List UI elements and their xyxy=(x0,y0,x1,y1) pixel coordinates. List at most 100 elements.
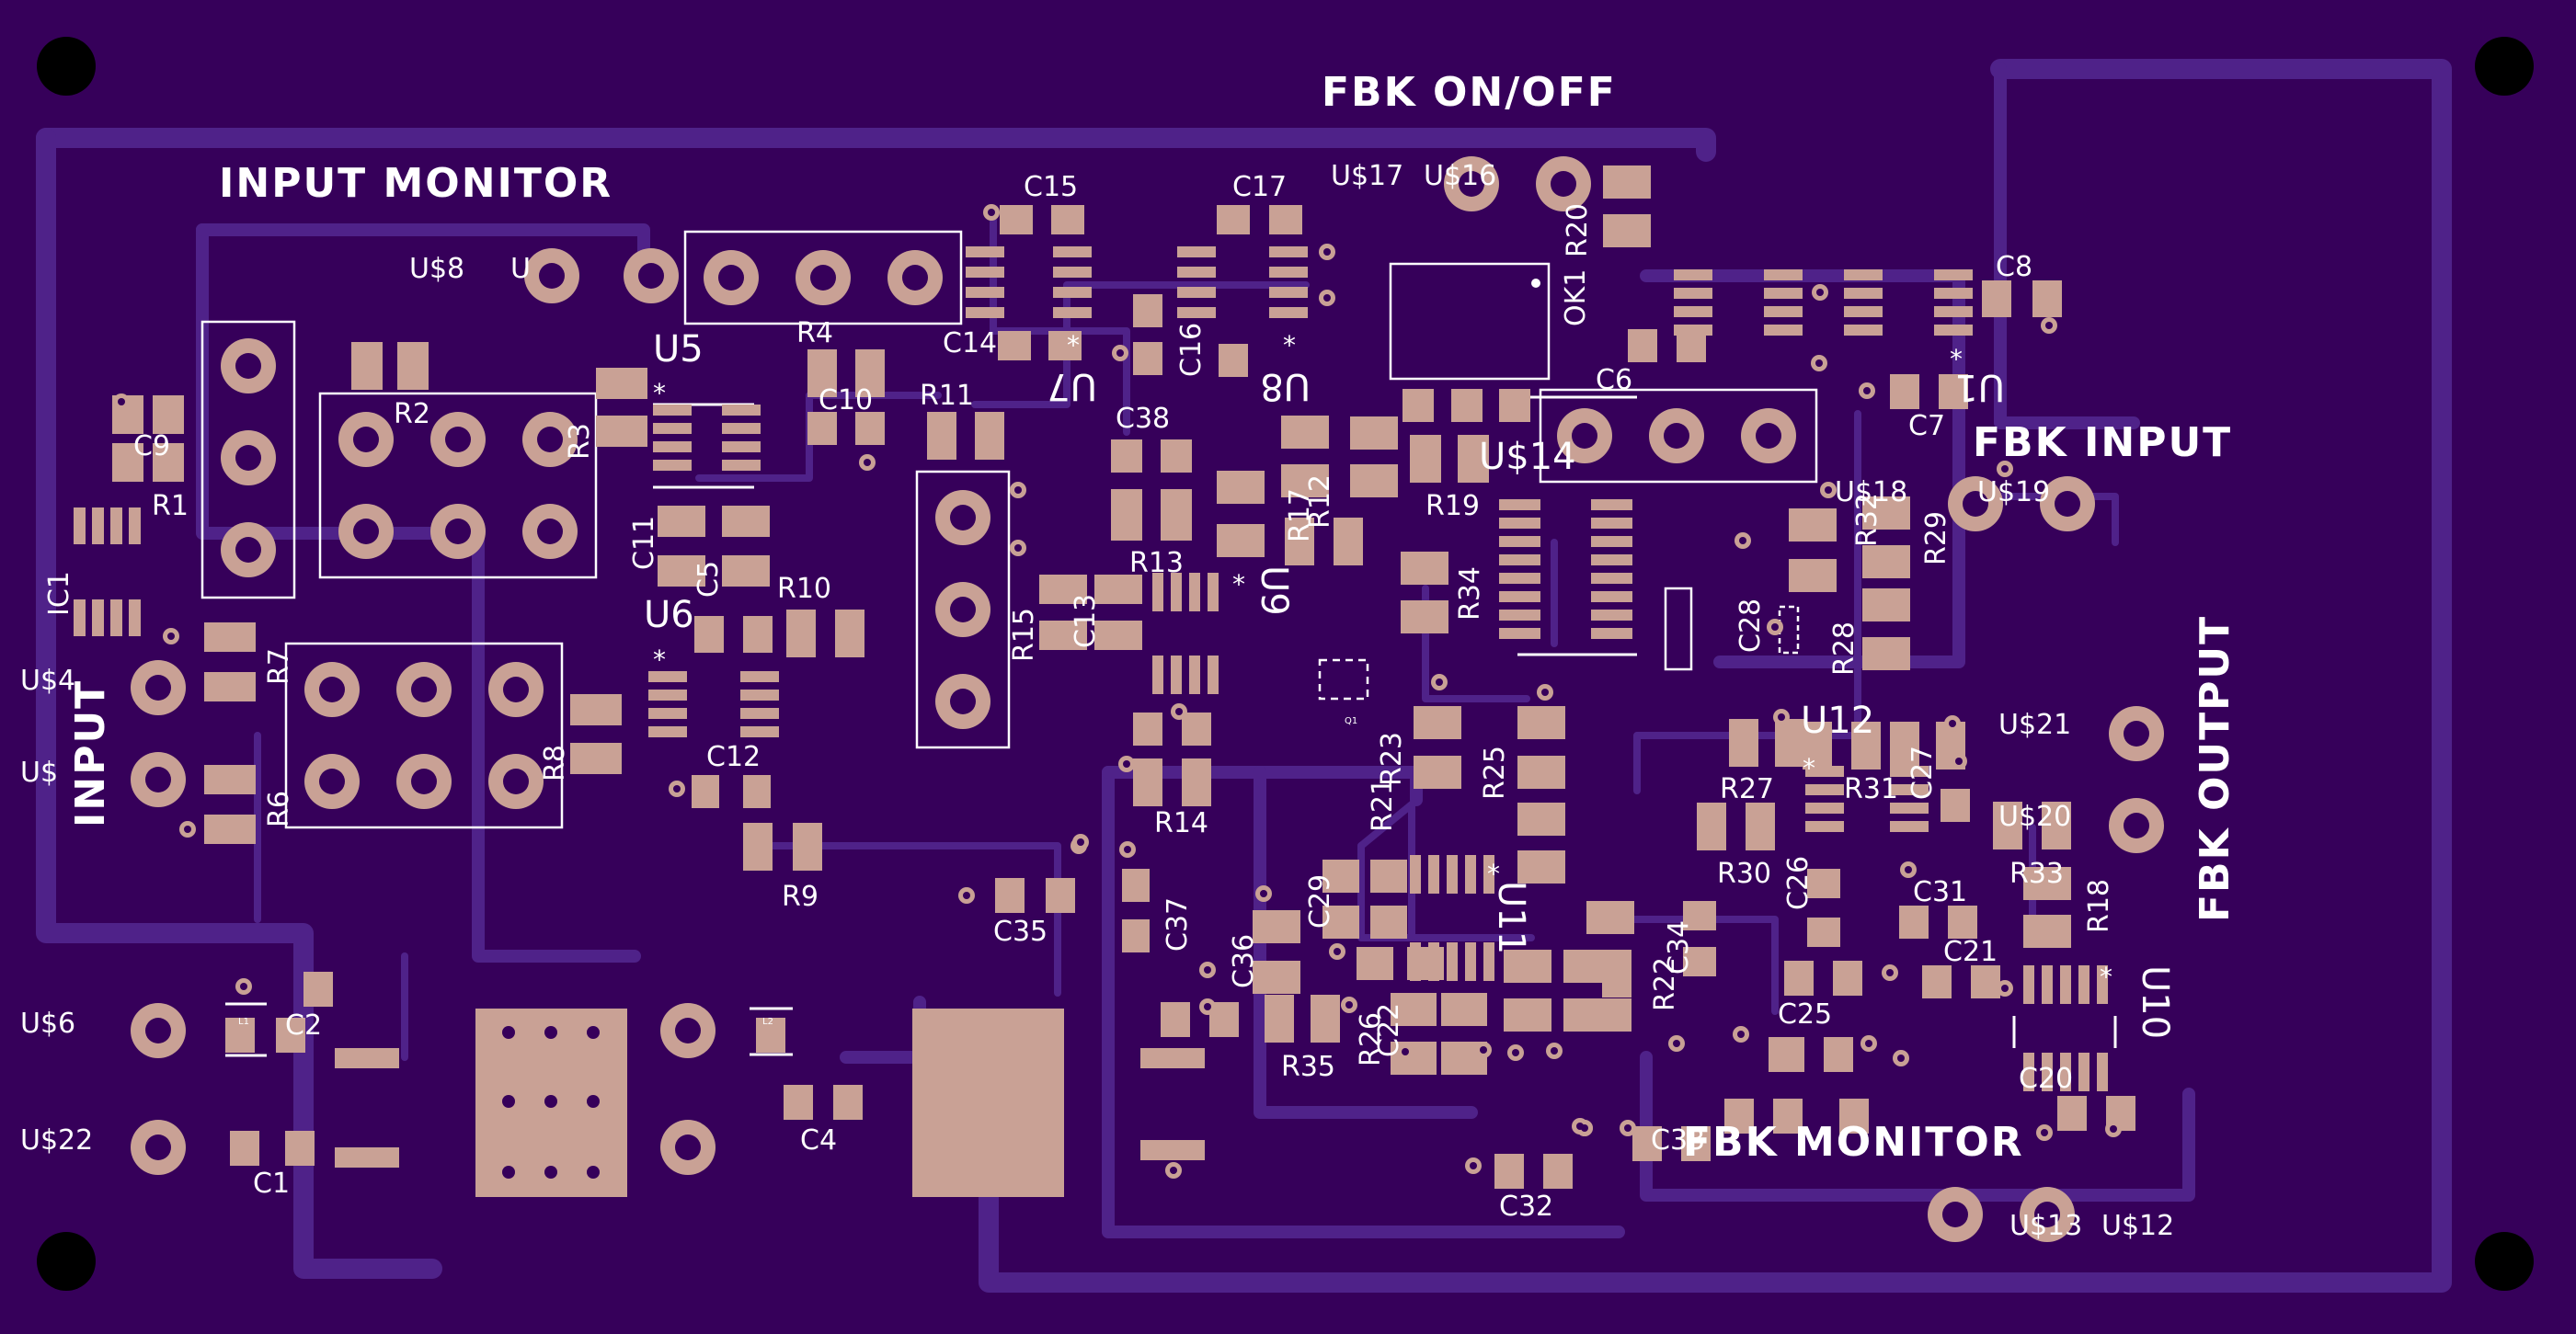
resistor-label: R9 xyxy=(782,881,819,913)
mounting-hole-bottom-left xyxy=(37,1232,96,1291)
capacitor-label: C1 xyxy=(253,1168,290,1200)
ic-u11-label: U11 xyxy=(1490,881,1532,954)
capacitor-label: C5 xyxy=(693,561,725,598)
capacitor-label: C38 xyxy=(1116,403,1170,435)
connector-u5-label: U$ xyxy=(20,757,58,789)
capacitor-label: C33 xyxy=(1651,1124,1705,1157)
through-hole-pads xyxy=(131,156,2164,1242)
resistor-label: R11 xyxy=(920,380,974,412)
capacitor-label: C34 xyxy=(1663,920,1695,975)
resistor-label: R2 xyxy=(394,398,430,430)
connector-u12-label: U$12 xyxy=(2101,1210,2174,1242)
connector-u8b-label: U xyxy=(510,253,531,285)
smd-pads xyxy=(74,165,2135,1189)
connector-u14-label: U$14 xyxy=(1479,436,1576,478)
resistor-labels: R1 R2 R3 R4 R6 R7 R8 R9 R10 R11 R12 R13 … xyxy=(152,203,2115,1083)
capacitor-label: C6 xyxy=(1596,364,1632,396)
capacitor-label: C36 xyxy=(1228,934,1260,988)
silkscreen-outlines xyxy=(200,230,2117,1057)
ic-u1-label: U1 xyxy=(1954,366,2005,408)
resistor-label: R26 xyxy=(1355,1012,1387,1066)
inductor-l2-label: L2 xyxy=(762,1017,773,1027)
ic-u12-label: U12 xyxy=(1801,700,1874,742)
capacitor-label: C35 xyxy=(993,916,1048,948)
capacitor-label: C32 xyxy=(1499,1191,1553,1223)
connector-u13-label: U$13 xyxy=(2009,1210,2082,1242)
connector-u4-label: U$4 xyxy=(20,665,75,697)
svg-text:*: * xyxy=(1067,330,1080,360)
resistor-label: R12 xyxy=(1304,474,1336,529)
resistor-label: R28 xyxy=(1828,621,1860,676)
connector-u18-label: U$18 xyxy=(1835,476,1907,508)
mounting-holes xyxy=(37,37,2534,1291)
capacitor-label: C31 xyxy=(1913,876,1967,908)
r4-outline xyxy=(683,230,963,325)
capacitor-label: C14 xyxy=(943,327,997,359)
ic-ic1-label: IC1 xyxy=(43,571,75,616)
small-markers: L1 L2 Q1 xyxy=(238,716,1357,1027)
label-fbk-monitor: FBK MONITOR xyxy=(1683,1119,2024,1166)
large-pads xyxy=(475,1009,1064,1197)
resistor-label: R3 xyxy=(564,423,596,460)
resistor-label: R30 xyxy=(1717,858,1771,890)
resistor-label: R27 xyxy=(1720,773,1774,805)
capacitor-label: C11 xyxy=(628,516,660,570)
svg-text:*: * xyxy=(1803,753,1815,783)
connector-u16-label: U$16 xyxy=(1424,160,1496,192)
connector-u6-label: U$6 xyxy=(20,1008,75,1040)
ic-ok1-label: OK1 xyxy=(1560,269,1592,326)
resistor-label: R7 xyxy=(263,648,295,685)
resistor-label: R25 xyxy=(1479,746,1511,800)
ic-u8-label: U8 xyxy=(1260,365,1311,407)
capacitor-label: C13 xyxy=(1070,594,1102,648)
mounting-hole-top-right xyxy=(2475,37,2534,96)
capacitor-label: C16 xyxy=(1175,323,1208,377)
resistor-label: R21 xyxy=(1367,778,1399,832)
ok1-outline xyxy=(1389,262,1551,381)
resistor-label: R33 xyxy=(2009,858,2064,890)
resistor-label: R8 xyxy=(539,745,571,781)
ic-labels: U5 U7 U8 U9 U10 U11 U12 U6 U1 IC1 OK1 xyxy=(43,269,2176,1040)
r15-outline xyxy=(915,470,1011,749)
capacitor-label: C4 xyxy=(800,1124,837,1157)
connector-u17-label: U$17 xyxy=(1331,160,1403,192)
connector-u21-label: U$21 xyxy=(1998,709,2071,741)
resistor-label: R23 xyxy=(1376,732,1408,786)
mounting-hole-top-left xyxy=(37,37,96,96)
capacitor-label: C25 xyxy=(1778,998,1832,1031)
capacitor-label: C29 xyxy=(1304,874,1336,929)
resistor-label: R6 xyxy=(263,791,295,827)
r6-outline xyxy=(284,642,564,829)
svg-text:*: * xyxy=(1487,859,1500,889)
connector-u22-label: U$22 xyxy=(20,1124,93,1157)
capacitor-label: C22 xyxy=(1373,1003,1405,1057)
resistor-label: R13 xyxy=(1129,547,1184,579)
svg-text:*: * xyxy=(1950,344,1963,374)
ic-u7-label: U7 xyxy=(1047,365,1097,407)
resistor-label: R15 xyxy=(1008,608,1040,662)
resistor-label: R32 xyxy=(1851,493,1883,547)
resistor-label: R31 xyxy=(1844,773,1898,805)
capacitor-label: C15 xyxy=(1024,171,1078,203)
ic-u9-label: U9 xyxy=(1253,565,1295,616)
r1-outline xyxy=(200,320,296,599)
label-fbk-input: FBK INPUT xyxy=(1973,419,2232,466)
capacitor-label: C8 xyxy=(1996,251,2032,283)
capacitor-label: C21 xyxy=(1943,936,1998,968)
mounting-hole-bottom-right xyxy=(2475,1232,2534,1291)
resistor-label: R34 xyxy=(1454,566,1486,621)
label-fbk-output: FBK OUTPUT xyxy=(2192,615,2238,922)
label-fbk-on-off: FBK ON/OFF xyxy=(1322,69,1617,116)
ic-u5-label: U5 xyxy=(653,328,704,371)
capacitor-label: C20 xyxy=(2019,1063,2073,1095)
resistor-label: R18 xyxy=(2083,879,2115,933)
capacitor-label: C28 xyxy=(1735,599,1767,653)
vias xyxy=(113,204,2122,1179)
resistor-label: R29 xyxy=(1920,511,1952,565)
label-input: INPUT xyxy=(67,679,114,827)
resistor-label: R10 xyxy=(777,573,831,605)
resistor-label: R19 xyxy=(1425,490,1480,522)
inductor-l1-label: L1 xyxy=(238,1017,249,1027)
resistor-label: R20 xyxy=(1562,203,1594,257)
